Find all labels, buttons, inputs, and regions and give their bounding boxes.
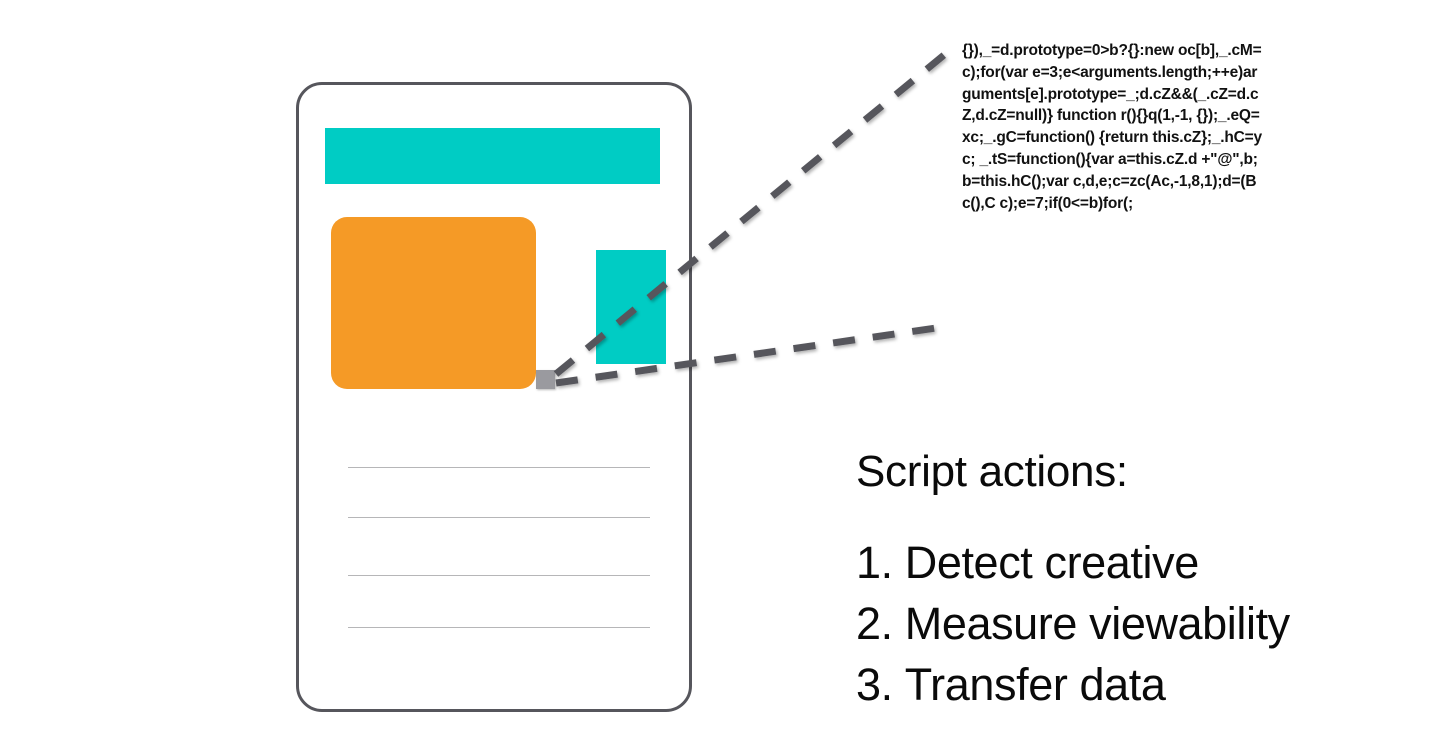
list-item-index: 3. [856, 659, 893, 710]
list-item-index: 1. [856, 537, 893, 588]
list-item-label: Transfer data [904, 659, 1166, 710]
script-code-snippet: {}),_=d.prototype=0>b?{}:new oc[b],_.cM=… [962, 42, 1262, 212]
script-actions-list: 1.Detect creative 2.Measure viewability … [856, 532, 1396, 715]
list-item: 2.Measure viewability [856, 593, 1396, 654]
list-item: 1.Detect creative [856, 532, 1396, 593]
list-item-label: Measure viewability [904, 598, 1290, 649]
list-item: 3.Transfer data [856, 654, 1396, 715]
list-item-index: 2. [856, 598, 893, 649]
page-mockup [296, 82, 692, 712]
script-actions-heading: Script actions: [856, 447, 1128, 496]
script-tag-marker[interactable] [536, 370, 555, 389]
text-rule-line [348, 517, 650, 518]
text-rule-line [348, 627, 650, 628]
script-actions-panel: Script actions: 1.Detect creative 2.Meas… [856, 446, 1396, 715]
text-rule-line [348, 467, 650, 468]
top-banner-creative [325, 128, 660, 184]
text-rule-line [348, 575, 650, 576]
main-creative [331, 217, 536, 389]
side-creative [596, 250, 666, 364]
list-item-label: Detect creative [904, 537, 1200, 588]
